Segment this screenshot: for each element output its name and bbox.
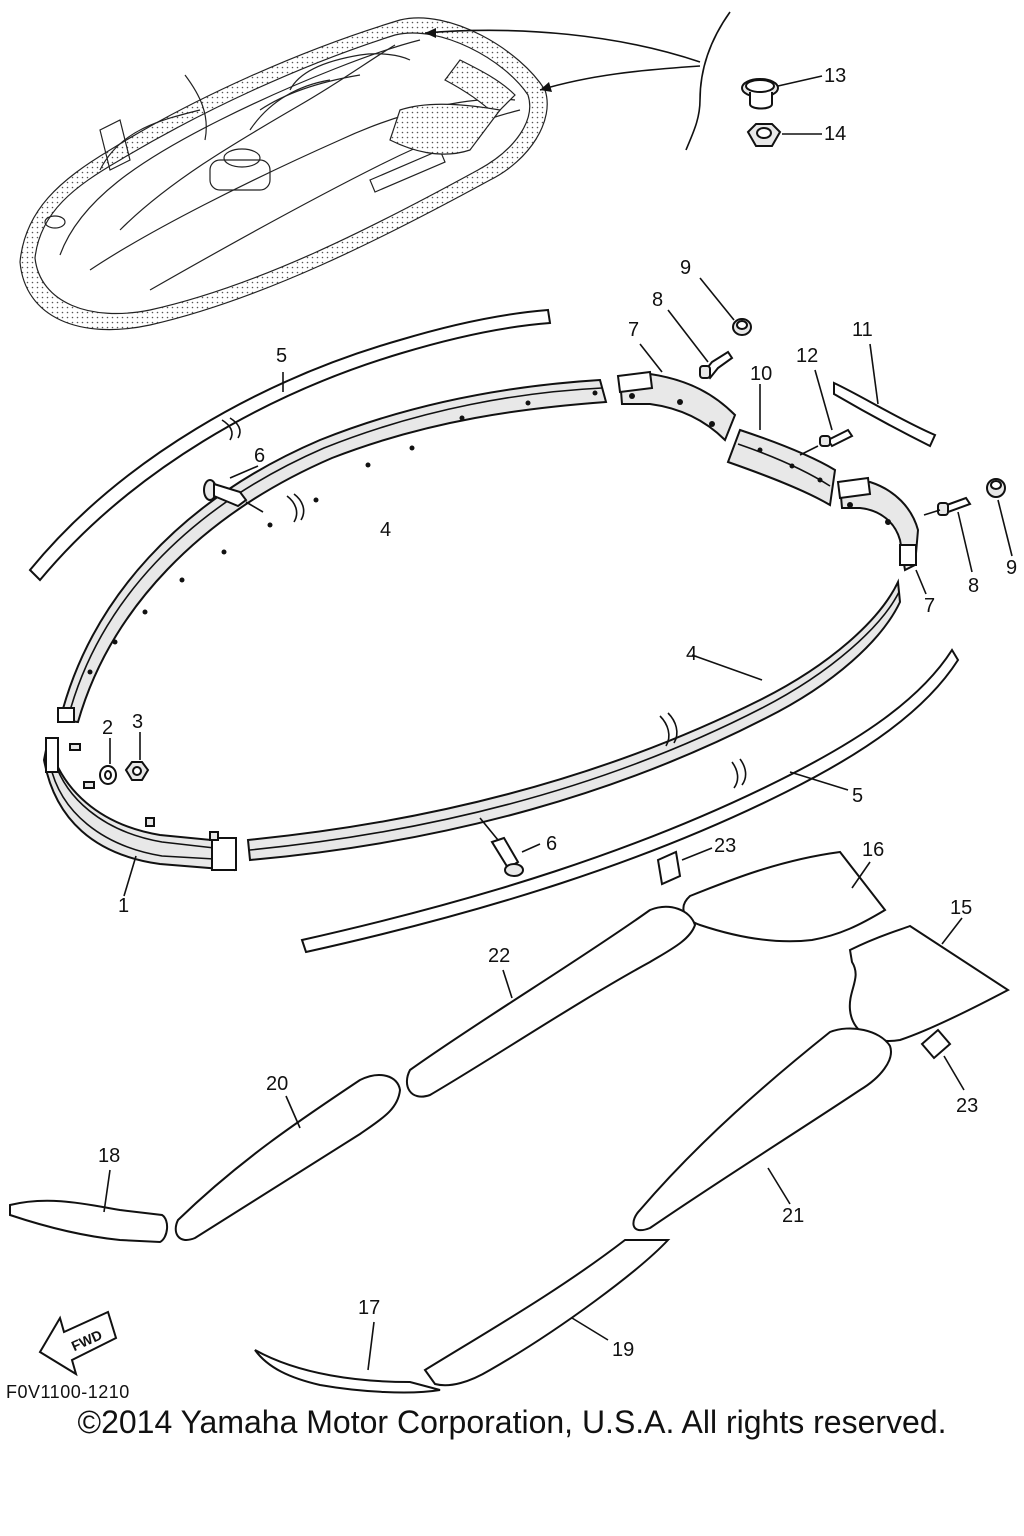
callout-18: 18 <box>98 1145 120 1167</box>
callout-4: 4 <box>686 643 697 665</box>
callout-8: 8 <box>652 289 663 311</box>
callout-16: 16 <box>862 839 884 861</box>
part-rivet <box>937 496 972 516</box>
callout-9: 9 <box>1006 557 1017 579</box>
part-rivet <box>819 428 854 448</box>
rail-holes <box>87 390 598 675</box>
part-cap <box>741 78 779 110</box>
callout-3: 3 <box>132 711 143 733</box>
callout-numbers: 13 14 9 8 7 11 12 10 5 6 4 8 9 7 4 2 3 5… <box>98 65 1017 1361</box>
callout-14: 14 <box>824 123 846 145</box>
callout-6: 6 <box>254 445 265 467</box>
callout-9: 9 <box>680 257 691 279</box>
part-corner-bracket <box>836 476 920 572</box>
callout-12: 12 <box>796 345 818 367</box>
callout-20: 20 <box>266 1073 288 1095</box>
copyright-notice: ©2014 Yamaha Motor Corporation, U.S.A. A… <box>77 1404 947 1440</box>
callout-23: 23 <box>956 1095 978 1117</box>
callout-5: 5 <box>276 345 287 367</box>
callout-8: 8 <box>968 575 979 597</box>
callout-23: 23 <box>714 835 736 857</box>
callout-7: 7 <box>924 595 935 617</box>
callout-2: 2 <box>102 717 113 739</box>
callout-10: 10 <box>750 363 772 385</box>
callout-4: 4 <box>380 519 391 541</box>
part-screw <box>203 479 248 508</box>
callout-17: 17 <box>358 1297 380 1319</box>
callout-22: 22 <box>488 945 510 967</box>
callout-7: 7 <box>628 319 639 341</box>
part-screw <box>490 836 524 877</box>
watercraft-illustration <box>19 17 548 331</box>
part-rivet <box>699 350 734 380</box>
callout-13: 13 <box>824 65 846 87</box>
callout-6: 6 <box>546 833 557 855</box>
callout-21: 21 <box>782 1205 804 1227</box>
callout-11: 11 <box>852 319 873 341</box>
part-nut <box>746 123 782 147</box>
callout-5: 5 <box>852 785 863 807</box>
fwd-arrow-icon: FWD <box>38 1310 118 1377</box>
callout-19: 19 <box>612 1339 634 1361</box>
part-corner-bracket <box>616 370 737 442</box>
callout-1: 1 <box>118 895 129 917</box>
callout-15: 15 <box>950 897 972 919</box>
figure-code: F0V1100-1210 <box>6 1382 130 1402</box>
